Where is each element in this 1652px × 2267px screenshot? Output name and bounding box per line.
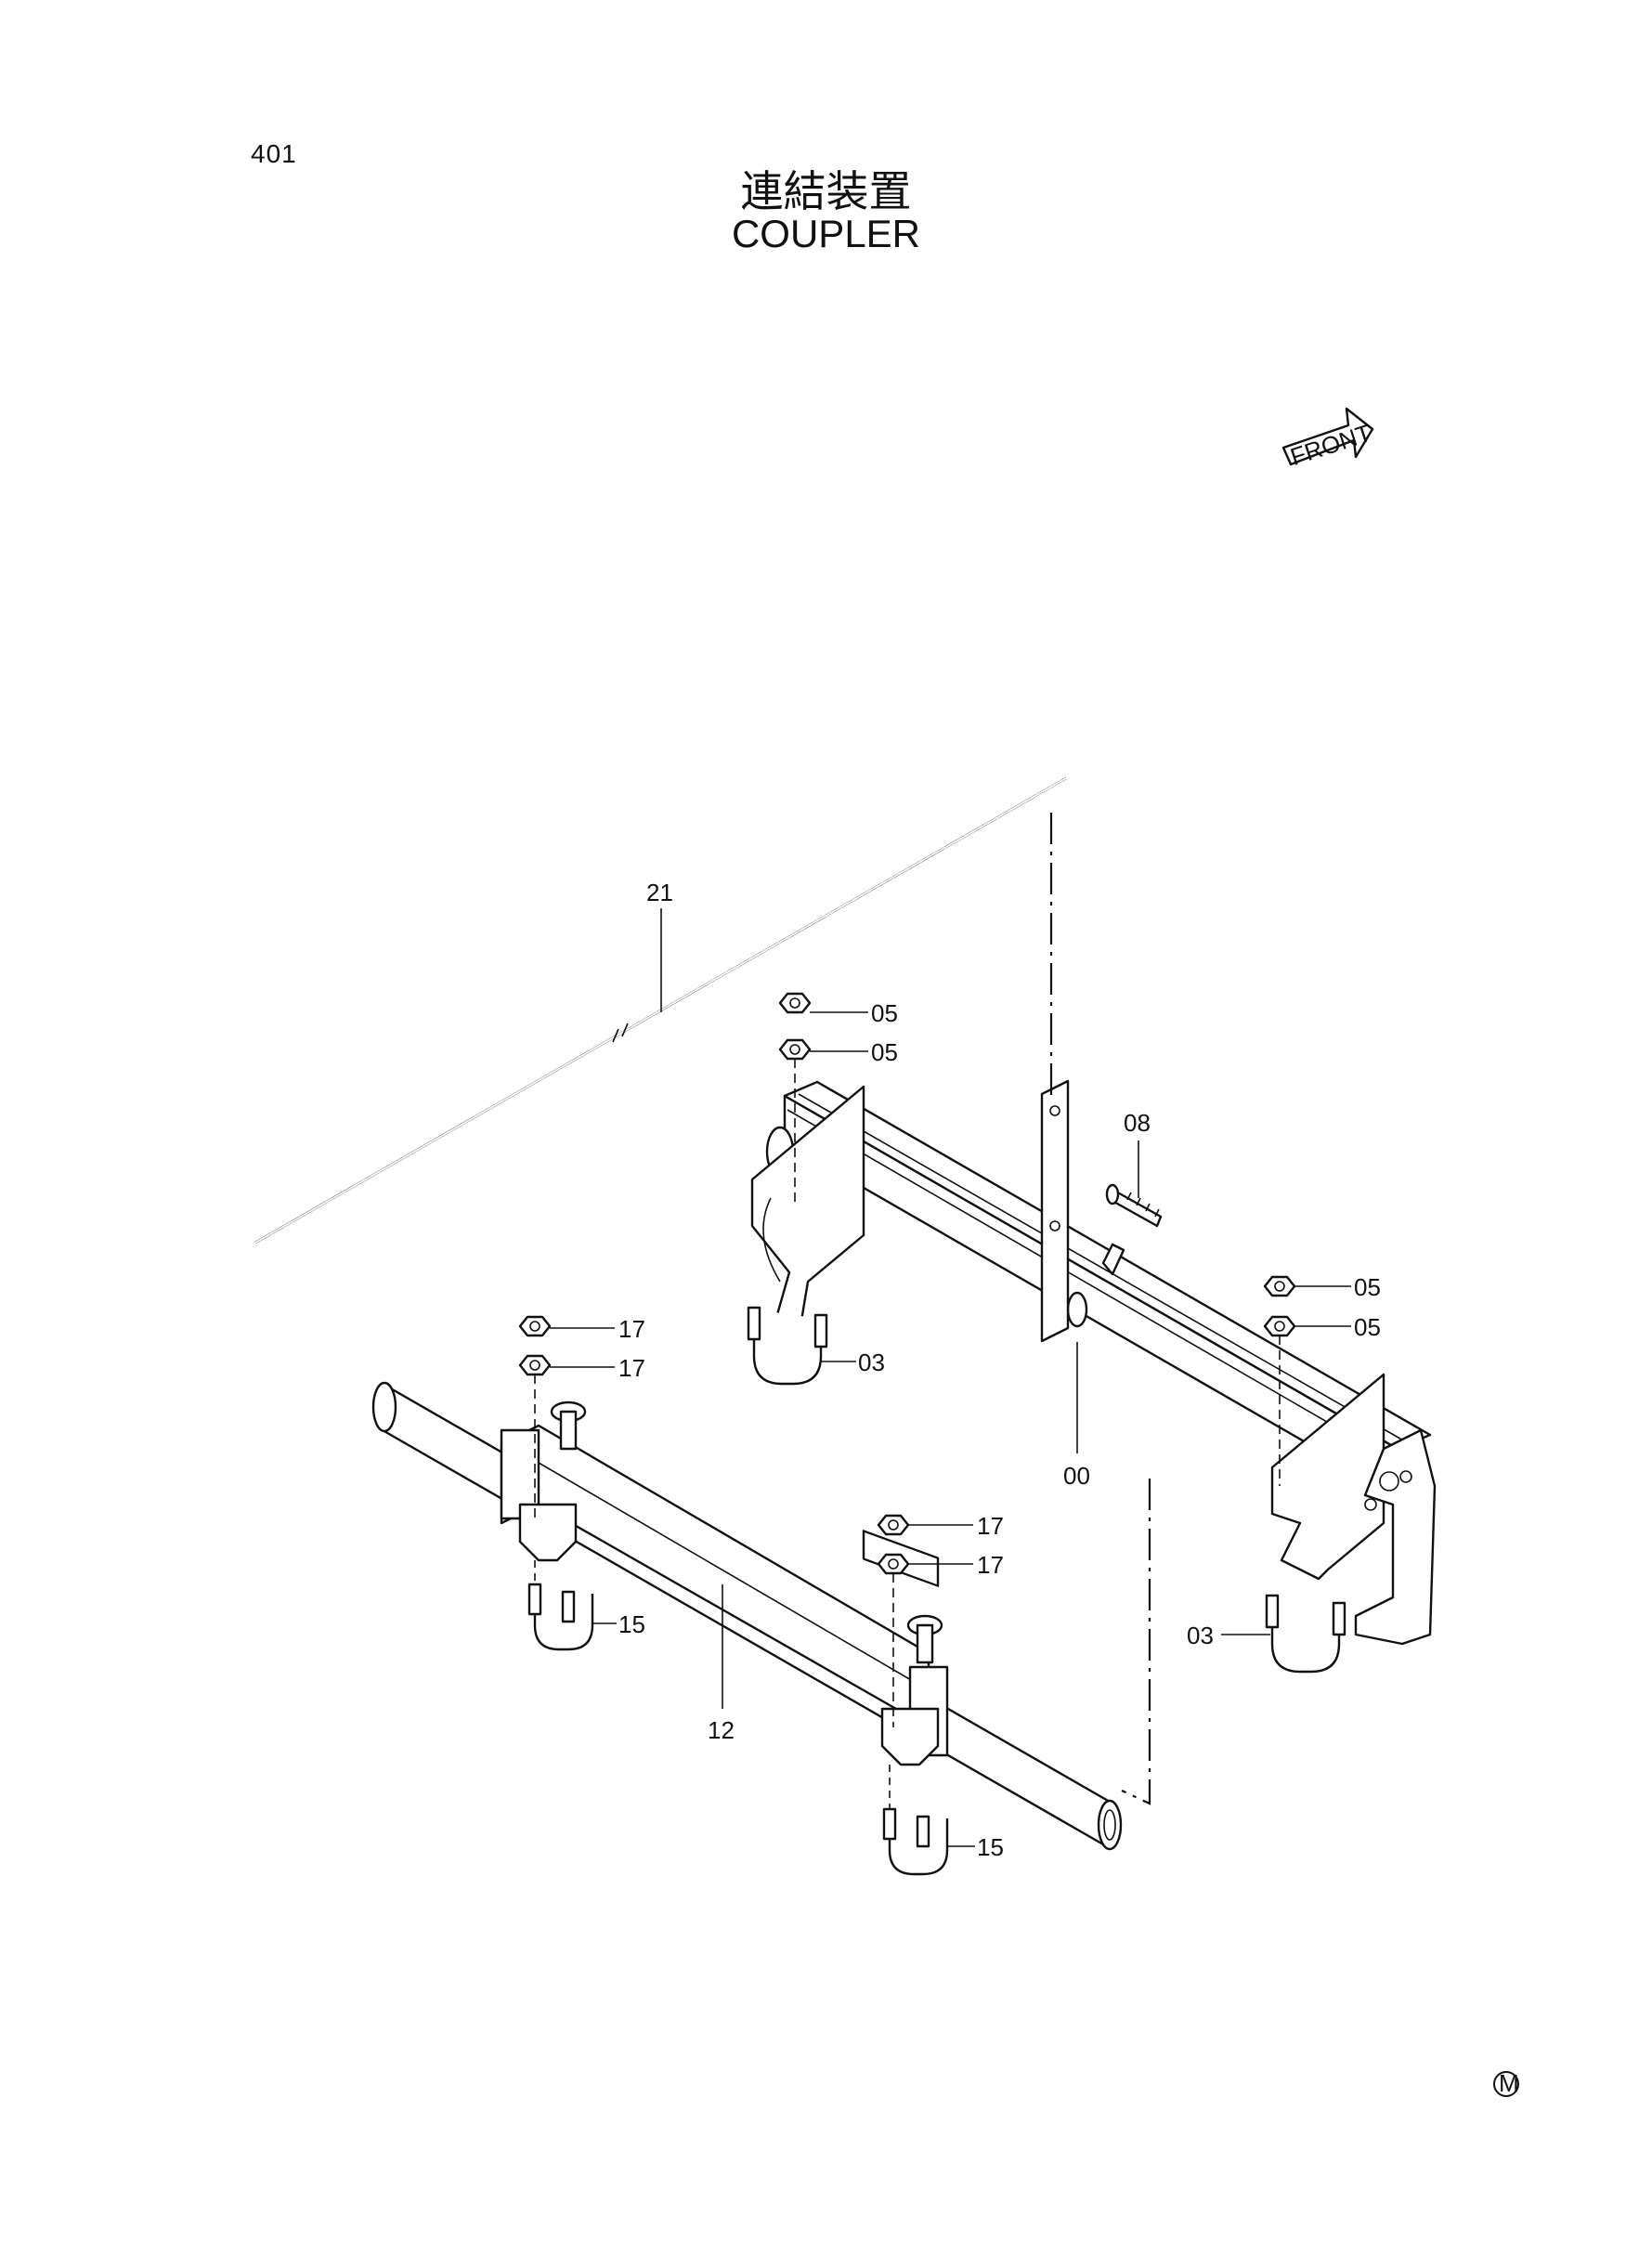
callout-21: 21 [646, 879, 673, 906]
diagram-title-jp: 連結装置 [740, 166, 912, 216]
callout-05b: 05 [871, 1038, 898, 1066]
callout-17c: 17 [977, 1512, 1004, 1540]
callout-03b: 03 [1187, 1622, 1214, 1649]
part-17-nut-b [518, 1354, 552, 1376]
part-17-nut-d [877, 1553, 910, 1575]
part-15-ubolt-b [882, 1807, 949, 1876]
circled-m-label: M [1499, 2069, 1519, 2097]
part-17-nut-c [877, 1514, 910, 1536]
part-00-frame [750, 1079, 1437, 1646]
page-number: 401 [251, 139, 297, 168]
centerline-right [1121, 1479, 1151, 1805]
callout-05c: 05 [1354, 1273, 1381, 1301]
part-08-screw [1105, 1183, 1163, 1228]
callout-17d: 17 [977, 1551, 1004, 1579]
callout-03a: 03 [858, 1348, 885, 1376]
callout-08: 08 [1124, 1109, 1151, 1137]
callout-05d: 05 [1354, 1313, 1381, 1341]
part-05-nut-b [778, 1038, 812, 1061]
part-17-nut-a [518, 1315, 552, 1337]
part-03-ubolt-a [747, 1306, 828, 1386]
callout-17a: 17 [618, 1315, 645, 1343]
callout-05a: 05 [871, 999, 898, 1027]
callout-00: 00 [1063, 1462, 1090, 1490]
part-12-tube [371, 1381, 1123, 1851]
circled-m-mark: M [1493, 2069, 1519, 2097]
front-arrow-label: FRONT [1287, 419, 1375, 471]
callout-15b: 15 [977, 1833, 1004, 1861]
front-arrow-icon: FRONT [1281, 407, 1375, 471]
part-15-ubolt-a [527, 1583, 594, 1651]
callout-17b: 17 [618, 1354, 645, 1382]
part-03-ubolt-b [1265, 1594, 1346, 1674]
part-05-nut-c [1263, 1275, 1296, 1297]
diagram-title-en: COUPLER [731, 212, 921, 255]
part-05-nut-d [1263, 1315, 1296, 1337]
callout-12: 12 [708, 1716, 735, 1744]
callout-15a: 15 [618, 1610, 645, 1638]
part-05-nut-a [778, 992, 812, 1014]
